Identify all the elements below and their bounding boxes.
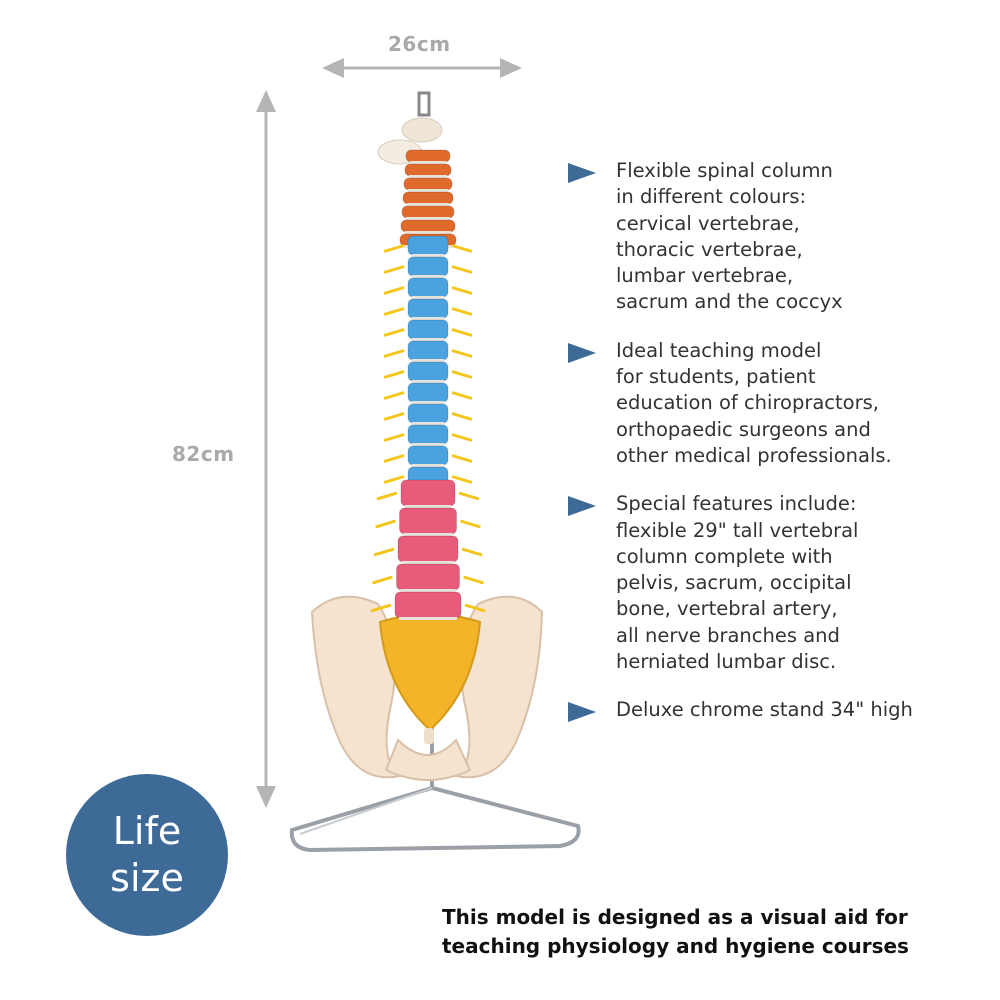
intervertebral-disc [403,533,453,536]
intervertebral-disc [405,505,451,508]
vertebra [407,298,449,319]
feature-text: Flexible spinal column in different colo… [616,159,843,314]
triangle-right-icon [568,342,596,363]
nerve-branch [383,244,473,253]
nerve-branch [383,433,473,442]
width-dimension-label: 26cm [388,32,451,56]
vertebra [394,591,462,619]
vertebra [407,256,449,277]
nerve-branch [383,475,473,484]
feature-text: Deluxe chrome stand 34" high [616,698,913,722]
nerve-branch [370,603,486,613]
vertebral-column [370,149,486,620]
feature-list: Flexible spinal column in different colo… [568,158,988,746]
intervertebral-disc [412,464,444,467]
nerve-branch [372,575,484,585]
triangle-right-icon [568,163,596,183]
vertebra [405,149,451,163]
nerve-branch [383,265,473,274]
intervertebral-disc [412,380,444,383]
vertebra [407,403,449,424]
vertebra [401,205,455,219]
feature-item: Deluxe chrome stand 34" high [568,697,988,723]
nerve-branch [375,519,481,529]
intervertebral-disc [412,317,444,320]
intervertebral-disc [412,296,444,299]
nerve-branch [383,454,473,463]
height-dimension-label: 82cm [172,442,235,466]
intervertebral-disc [408,189,448,192]
vertebra [400,219,456,233]
vertebra [407,382,449,403]
vertebra [404,163,452,177]
intervertebral-disc [410,161,446,164]
vertebra [407,277,449,298]
intervertebral-disc [409,175,447,178]
feature-text: Special features include: flexible 29" t… [616,492,859,674]
intervertebral-disc [402,561,454,564]
nerve-branch [383,370,473,379]
vertebra [397,535,459,563]
intervertebral-disc [412,443,444,446]
width-dimension-arrow [322,58,522,78]
vertebra [407,319,449,340]
intervertebral-disc [399,617,457,620]
intervertebral-disc [412,254,444,257]
sacrum [378,613,482,744]
nerve-branch [373,547,483,557]
vertebra [407,340,449,361]
vertebra [407,235,449,256]
nerve-branch [383,328,473,337]
nerve-branch [383,391,473,400]
intervertebral-disc [412,338,444,341]
height-dimension-arrow [256,90,276,808]
nerve-branch [383,412,473,421]
feature-item: Ideal teaching model for students, patie… [568,338,988,469]
nerve-branch [383,349,473,358]
nerve-branch [376,491,480,501]
intervertebral-disc [400,589,456,592]
vertebra [407,445,449,466]
intervertebral-disc [412,359,444,362]
vertebra [399,507,457,535]
feature-text: Ideal teaching model for students, patie… [616,338,892,467]
vertebra [400,479,456,507]
intervertebral-disc [412,275,444,278]
feature-item: Flexible spinal column in different colo… [568,158,988,316]
intervertebral-disc [412,401,444,404]
intervertebral-disc [407,203,449,206]
intervertebral-disc [412,422,444,425]
intervertebral-disc [405,231,451,234]
nerve-branch [383,286,473,295]
disclaimer-text: This model is designed as a visual aid f… [442,905,909,958]
feature-item: Special features include: flexible 29" t… [568,491,988,675]
vertebra [402,191,454,205]
vertebra [396,563,460,591]
intervertebral-disc [406,217,450,220]
triangle-right-icon [568,496,596,517]
vertebra [407,361,449,382]
vertebra [407,424,449,445]
vertebra [403,177,453,191]
life-size-badge: Life size [66,774,228,936]
nerve-branch [383,307,473,316]
triangle-right-icon [568,702,596,723]
